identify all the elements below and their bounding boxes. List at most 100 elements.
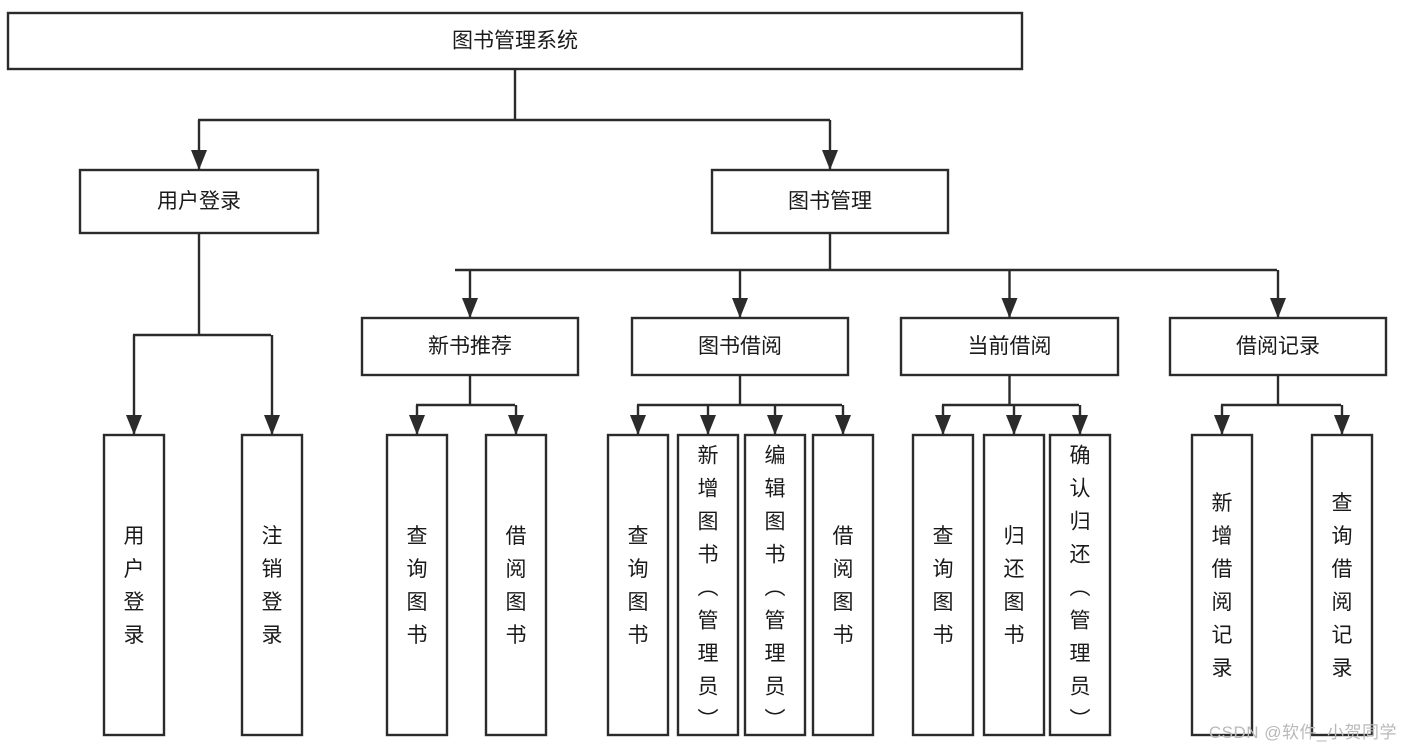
- node-label-leaf-query-book-2-char-1: 询: [628, 558, 649, 581]
- arrow-head-icon-leaf-logout: [264, 415, 280, 435]
- node-label-leaf-logout-char-0: 注: [262, 525, 283, 548]
- node-label-leaf-query-book-1-char-2: 图: [407, 591, 428, 614]
- node-label-leaf-add-record-char-4: 记: [1212, 624, 1233, 647]
- arrow-head-icon-leaf-borrow-book-1: [508, 415, 524, 435]
- node-label-leaf-query-book-3-char-0: 查: [933, 525, 954, 548]
- arrow-head-icon-leaf-add-record: [1214, 415, 1230, 435]
- node-box-book-borrow[interactable]: [630, 316, 850, 377]
- node-leaf-user-login[interactable]: 用户登录: [102, 433, 166, 737]
- node-label-book-manage: 图书管理: [788, 190, 872, 213]
- arrow-head-icon-leaf-query-book-3: [935, 415, 951, 435]
- node-label-leaf-confirm-return-char-3: 还: [1070, 544, 1091, 567]
- node-label-leaf-add-book-char-2: 图: [698, 511, 719, 534]
- node-label-leaf-borrow-book-1-char-2: 图: [506, 591, 527, 614]
- watermark-text: CSDN @软件_小贺同学: [1208, 723, 1397, 742]
- node-box-leaf-query-book-3[interactable]: [911, 433, 975, 737]
- node-label-leaf-add-book-char-5: 管: [698, 610, 719, 633]
- node-label-new-book-rec: 新书推荐: [428, 335, 512, 358]
- node-label-leaf-edit-book-char-2: 图: [765, 511, 786, 534]
- node-label-leaf-query-book-1-char-0: 查: [407, 525, 428, 548]
- node-label-leaf-logout-char-2: 登: [262, 591, 283, 614]
- node-label-leaf-query-record-char-4: 记: [1332, 624, 1353, 647]
- node-label-leaf-return-book-char-3: 书: [1004, 624, 1025, 647]
- node-label-leaf-query-record-char-1: 询: [1332, 525, 1353, 548]
- node-box-leaf-borrow-book-2[interactable]: [811, 433, 875, 737]
- node-box-leaf-query-record[interactable]: [1310, 433, 1374, 737]
- node-label-root: 图书管理系统: [452, 30, 578, 53]
- node-label-leaf-query-record-char-5: 录: [1332, 657, 1353, 680]
- node-label-leaf-borrow-book-2-char-2: 图: [833, 591, 854, 614]
- node-box-leaf-query-book-2[interactable]: [606, 433, 670, 737]
- arrow-head-icon-leaf-user-login: [126, 415, 142, 435]
- node-label-leaf-query-record-char-0: 查: [1332, 492, 1353, 515]
- node-label-leaf-confirm-return-char-4: ︵: [1070, 577, 1091, 600]
- node-book-manage[interactable]: 图书管理: [710, 168, 950, 235]
- node-box-borrow-record[interactable]: [1168, 316, 1388, 377]
- node-label-leaf-borrow-book-2-char-1: 阅: [833, 558, 854, 581]
- node-box-book-manage[interactable]: [710, 168, 950, 235]
- node-box-root[interactable]: [6, 11, 1024, 71]
- node-box-leaf-add-record[interactable]: [1190, 433, 1254, 737]
- node-label-leaf-edit-book-char-7: 员: [765, 676, 786, 699]
- node-label-leaf-edit-book-char-3: 书: [765, 544, 786, 567]
- node-box-current-borrow[interactable]: [899, 316, 1120, 377]
- node-box-new-book-rec[interactable]: [360, 316, 580, 377]
- arrow-head-icon-leaf-add-book: [700, 415, 716, 435]
- node-label-leaf-query-book-2-char-2: 图: [628, 591, 649, 614]
- node-box-leaf-return-book[interactable]: [982, 433, 1046, 737]
- node-label-leaf-add-record-char-1: 增: [1212, 525, 1233, 548]
- arrow-head-icon-book-manage: [822, 150, 838, 170]
- node-box-leaf-edit-book[interactable]: [743, 433, 807, 737]
- arrow-head-icon-borrow-record: [1270, 298, 1286, 318]
- node-label-leaf-edit-book-char-5: 管: [765, 610, 786, 633]
- node-current-borrow[interactable]: 当前借阅: [899, 316, 1120, 377]
- node-layer: 图书管理系统用户登录图书管理新书推荐图书借阅当前借阅借阅记录用户登录注销登录查询…: [6, 11, 1388, 737]
- node-box-user-login[interactable]: [78, 168, 320, 235]
- node-borrow-record[interactable]: 借阅记录: [1168, 316, 1388, 377]
- arrow-head-icon-leaf-query-book-2: [630, 415, 646, 435]
- node-label-leaf-edit-book-char-1: 辑: [765, 478, 786, 501]
- node-box-leaf-logout[interactable]: [240, 433, 304, 737]
- node-book-borrow[interactable]: 图书借阅: [630, 316, 850, 377]
- node-label-leaf-confirm-return-char-1: 认: [1070, 478, 1091, 501]
- node-user-login[interactable]: 用户登录: [78, 168, 320, 235]
- node-label-leaf-query-book-2-char-3: 书: [628, 624, 649, 647]
- node-label-leaf-confirm-return-char-6: 理: [1070, 643, 1091, 666]
- node-label-leaf-add-record-char-3: 阅: [1212, 591, 1233, 614]
- arrow-head-icon-book-borrow: [732, 298, 748, 318]
- arrow-head-icon-leaf-return-book: [1006, 415, 1022, 435]
- node-label-leaf-edit-book-char-4: ︵: [765, 577, 786, 600]
- node-label-leaf-query-book-2-char-0: 查: [628, 525, 649, 548]
- node-label-leaf-confirm-return-char-2: 归: [1070, 511, 1091, 534]
- node-box-leaf-confirm-return[interactable]: [1048, 433, 1112, 737]
- node-box-leaf-borrow-book-1[interactable]: [484, 433, 548, 737]
- node-label-leaf-confirm-return-char-7: 员: [1070, 676, 1091, 699]
- node-label-borrow-record: 借阅记录: [1236, 335, 1320, 358]
- edge-layer: [126, 69, 1350, 435]
- arrow-head-icon-new-book-rec: [462, 298, 478, 318]
- node-box-leaf-query-book-1[interactable]: [385, 433, 449, 737]
- node-root[interactable]: 图书管理系统: [6, 11, 1024, 71]
- node-new-book-rec[interactable]: 新书推荐: [360, 316, 580, 377]
- arrow-head-icon-leaf-query-book-1: [409, 415, 425, 435]
- node-label-current-borrow: 当前借阅: [968, 335, 1052, 358]
- node-label-leaf-confirm-return-char-0: 确: [1070, 445, 1091, 468]
- arrow-head-icon-leaf-edit-book: [767, 415, 783, 435]
- node-box-leaf-add-book[interactable]: [676, 433, 740, 737]
- node-label-leaf-query-record-char-3: 阅: [1332, 591, 1353, 614]
- node-box-leaf-user-login[interactable]: [102, 433, 166, 737]
- node-label-leaf-user-login-char-3: 录: [124, 624, 145, 647]
